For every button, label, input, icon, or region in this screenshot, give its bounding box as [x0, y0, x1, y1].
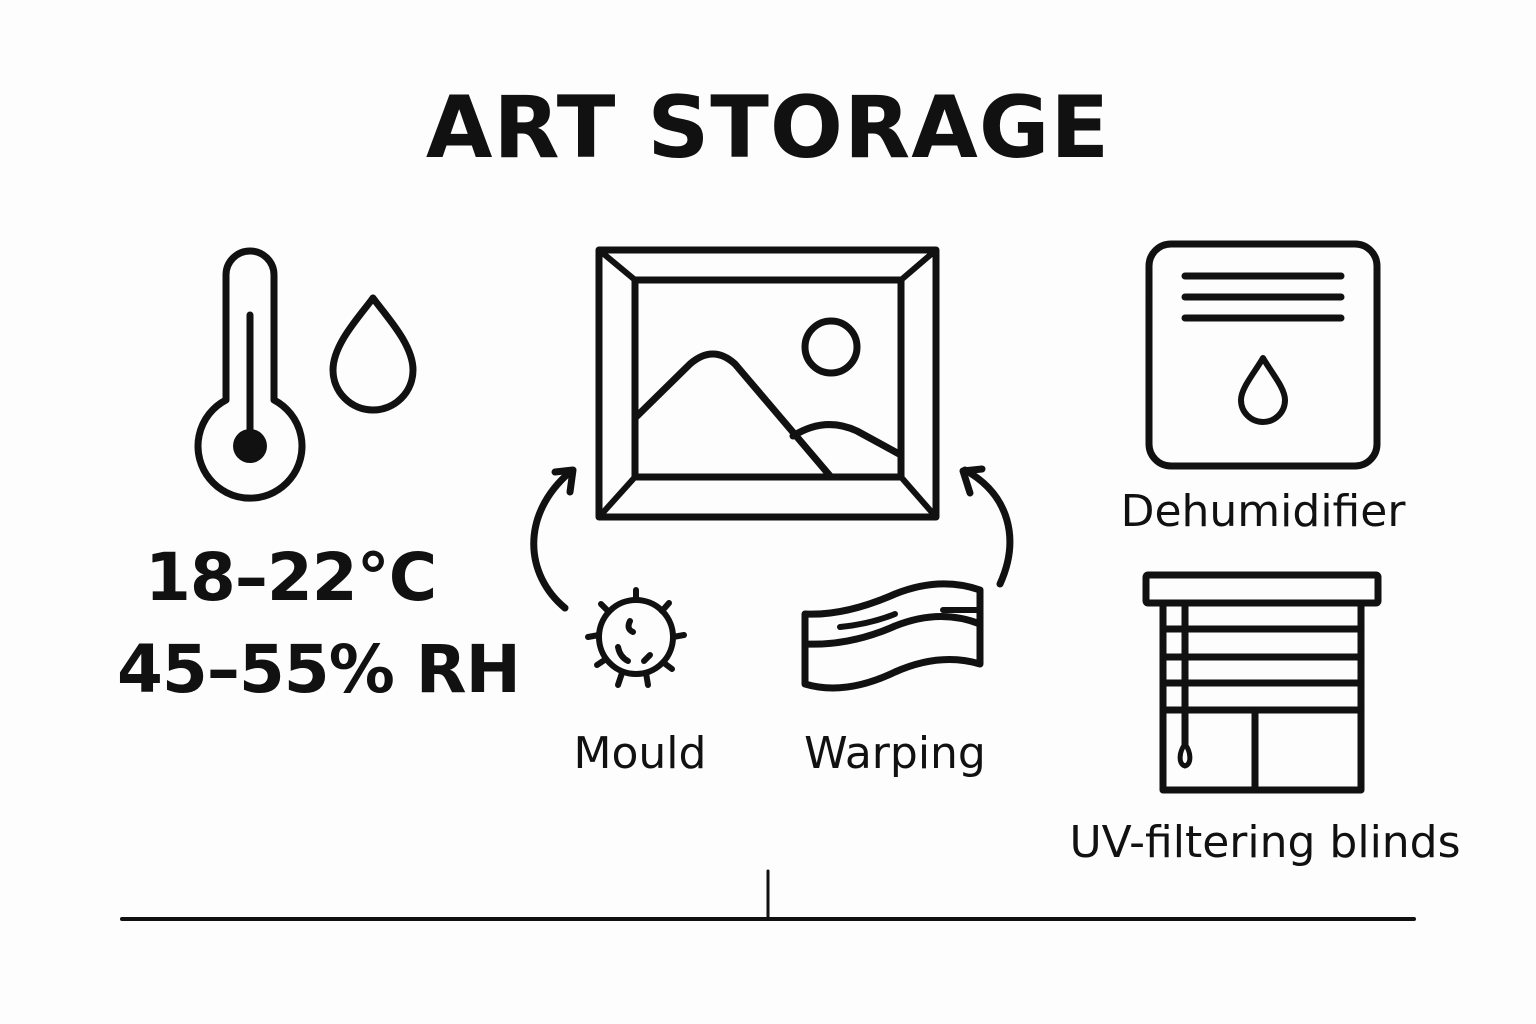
humidity-range: 45–55% RH	[117, 631, 521, 708]
thermometer-icon	[194, 247, 306, 502]
warped-board-icon	[801, 580, 984, 692]
risk-label-mould: Mould	[573, 728, 707, 779]
solution-label-dehumidifier: Dehumidifier	[1120, 486, 1406, 537]
framed-picture-icon	[595, 246, 940, 521]
temperature-range: 18–22°C	[145, 539, 437, 616]
arrow-mould-to-artwork	[530, 466, 577, 612]
water-drop-icon	[329, 294, 417, 414]
dehumidifier-icon	[1145, 240, 1381, 470]
window-blinds-icon	[1142, 571, 1382, 794]
mould-spore-icon	[585, 587, 687, 688]
page-title: ART STORAGE	[425, 78, 1111, 178]
solution-label-uv-blinds: UV-filtering blinds	[1069, 817, 1461, 868]
baseline-divider	[120, 869, 1416, 921]
arrow-warping-to-artwork	[959, 465, 1014, 588]
risk-label-warping: Warping	[804, 728, 986, 779]
